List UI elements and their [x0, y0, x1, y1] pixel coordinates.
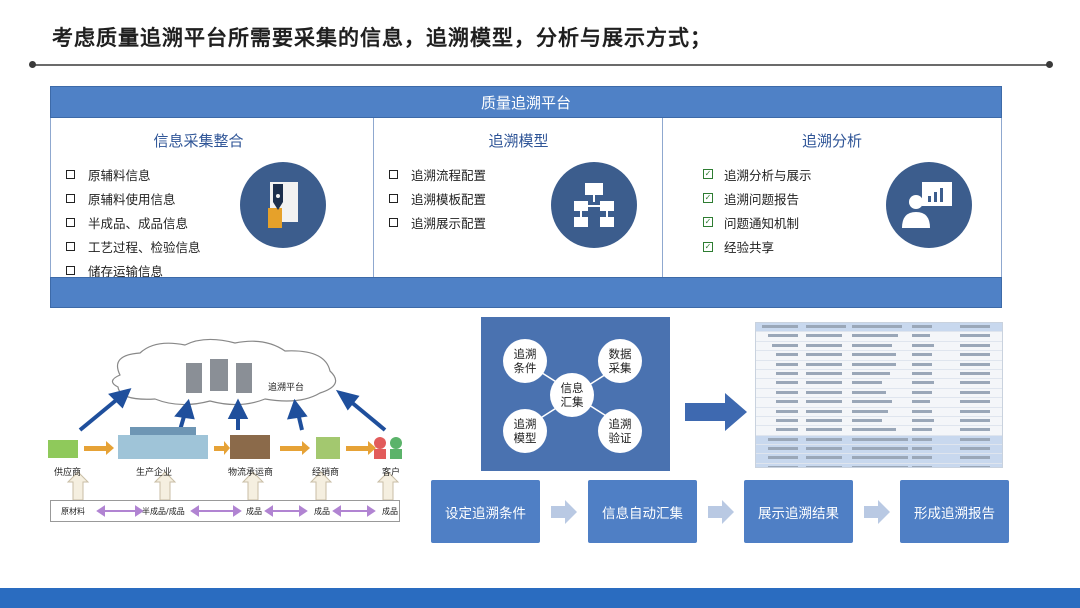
- list-item: 追溯展示配置: [389, 210, 486, 234]
- column-title: 追溯模型: [488, 132, 549, 150]
- supply-chain-diagram: 追溯平台 供应商 生产企业 物流承运商 经销商 客户 原材料 半成品/成品 成品…: [40, 335, 420, 530]
- node-label-supplier: 供应商: [54, 468, 82, 478]
- item-list: 原辅料信息 原辅料使用信息 半成品、成品信息 工艺过程、检验信息 储存运输信息: [66, 162, 201, 283]
- cloud-label: 追溯平台: [268, 383, 305, 393]
- checkbox-icon: [389, 169, 398, 179]
- title-divider: [29, 61, 1053, 68]
- step-set-conditions: 设定追溯条件: [431, 480, 540, 543]
- list-item: 追溯流程配置: [389, 162, 486, 186]
- list-item: 半成品、成品信息: [66, 210, 201, 234]
- node-label-manufacturer: 生产企业: [136, 468, 173, 478]
- step-arrow-icon: [864, 500, 890, 524]
- raw-label: 成品: [314, 507, 330, 516]
- list-item: 工艺过程、检验信息: [66, 235, 201, 259]
- right-arrow-icon: [685, 393, 747, 431]
- checkbox-icon: [389, 193, 398, 203]
- raw-material-row: [50, 500, 400, 522]
- step-show-results: 展示追溯结果: [744, 480, 853, 543]
- platform-footer-bar: [50, 277, 1002, 308]
- check-icon: ✓: [703, 169, 713, 180]
- step-auto-collect: 信息自动汇集: [588, 480, 697, 543]
- step-arrow-icon: [551, 500, 577, 524]
- raw-label: 半成品/成品: [142, 507, 185, 516]
- list-item: ✓追溯问题报告: [703, 191, 800, 207]
- check-icon: ✓: [703, 241, 713, 252]
- presenter-chart-icon: [886, 162, 972, 248]
- list-item: 储存运输信息: [66, 259, 201, 283]
- flowchart-icon: [551, 162, 637, 248]
- step-arrow-icon: [708, 500, 734, 524]
- list-item: ✓经验共享: [703, 240, 775, 256]
- pen-document-icon: [240, 162, 326, 248]
- column-title: 追溯分析: [801, 132, 862, 150]
- raw-label: 成品: [382, 507, 398, 516]
- page-title: 考虑质量追溯平台所需要采集的信息，追溯模型，分析与展示方式；: [52, 26, 712, 50]
- list-item: 原辅料使用信息: [66, 186, 201, 210]
- column-trace-analysis: 追溯分析 ✓追溯分析与展示 ✓追溯问题报告 ✓问题通知机制 ✓经验共享: [662, 118, 1002, 277]
- cycle-node-center: 信息 汇集: [550, 373, 594, 417]
- checkbox-icon: [389, 217, 398, 227]
- item-list: 追溯流程配置 追溯模板配置 追溯展示配置: [389, 162, 486, 235]
- cycle-node-conditions: 追溯 条件: [503, 339, 547, 383]
- trace-cycle-panel: 追溯 条件 数据 采集 信息 汇集 追溯 模型 追溯 验证: [481, 317, 670, 471]
- column-title: 信息采集整合: [153, 132, 244, 150]
- cycle-node-verify: 追溯 验证: [598, 409, 642, 453]
- cycle-node-model: 追溯 模型: [503, 409, 547, 453]
- checkbox-icon: [66, 193, 75, 203]
- list-item: ✓问题通知机制: [703, 215, 800, 231]
- checkbox-icon: [66, 266, 75, 276]
- list-item: ✓追溯分析与展示: [703, 167, 812, 183]
- platform-title-bar: 质量追溯平台: [50, 86, 1002, 118]
- check-icon: ✓: [703, 193, 713, 204]
- column-trace-model: 追溯模型 追溯流程配置 追溯模板配置 追溯展示配置: [373, 118, 663, 277]
- checkbox-icon: [66, 217, 75, 227]
- cycle-node-collect: 数据 采集: [598, 339, 642, 383]
- trace-result-table-image: [755, 322, 1003, 468]
- item-list: ✓追溯分析与展示 ✓追溯问题报告 ✓问题通知机制 ✓经验共享: [703, 162, 812, 259]
- list-item: 原辅料信息: [66, 162, 201, 186]
- list-item: 追溯模板配置: [389, 186, 486, 210]
- checkbox-icon: [66, 242, 75, 252]
- check-icon: ✓: [703, 217, 713, 228]
- column-info-collection: 信息采集整合 原辅料信息 原辅料使用信息 半成品、成品信息 工艺过程、检验信息 …: [50, 118, 346, 279]
- node-label-distributor: 经销商: [312, 468, 340, 478]
- checkbox-icon: [66, 169, 75, 179]
- step-create-report: 形成追溯报告: [900, 480, 1009, 543]
- footer-bar: [0, 588, 1080, 608]
- node-label-customer: 客户: [382, 468, 401, 478]
- raw-label: 原材料: [61, 507, 85, 516]
- node-label-logistics: 物流承运商: [228, 468, 274, 478]
- raw-label: 成品: [246, 507, 262, 516]
